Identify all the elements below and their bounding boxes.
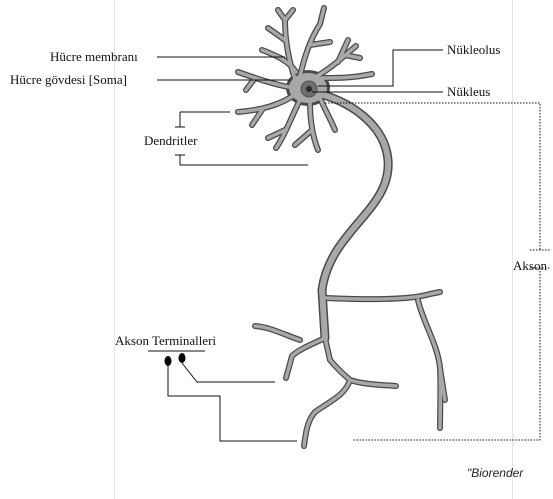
neuron-fill	[238, 8, 445, 446]
label-cell-body: Hücre gövdesi [Soma]	[10, 72, 127, 87]
label-cell-membrane: Hücre membranı	[50, 49, 138, 64]
label-axon-terminals: Akson Terminalleri	[115, 333, 216, 348]
label-axon: Akson	[513, 258, 547, 273]
axon-branches	[255, 292, 445, 446]
label-dendrites: Dendritler	[144, 133, 197, 148]
neuron	[238, 8, 445, 446]
neuron-outline	[238, 8, 445, 446]
axon-terminal-marker-left	[165, 356, 172, 366]
nucleolus	[306, 86, 312, 92]
label-nucleus: Nükleus	[447, 84, 490, 99]
credit-text: "Biorender	[467, 466, 523, 480]
label-nucleolus: Nükleolus	[447, 42, 500, 57]
axon-terminal-marker-right	[179, 353, 186, 363]
